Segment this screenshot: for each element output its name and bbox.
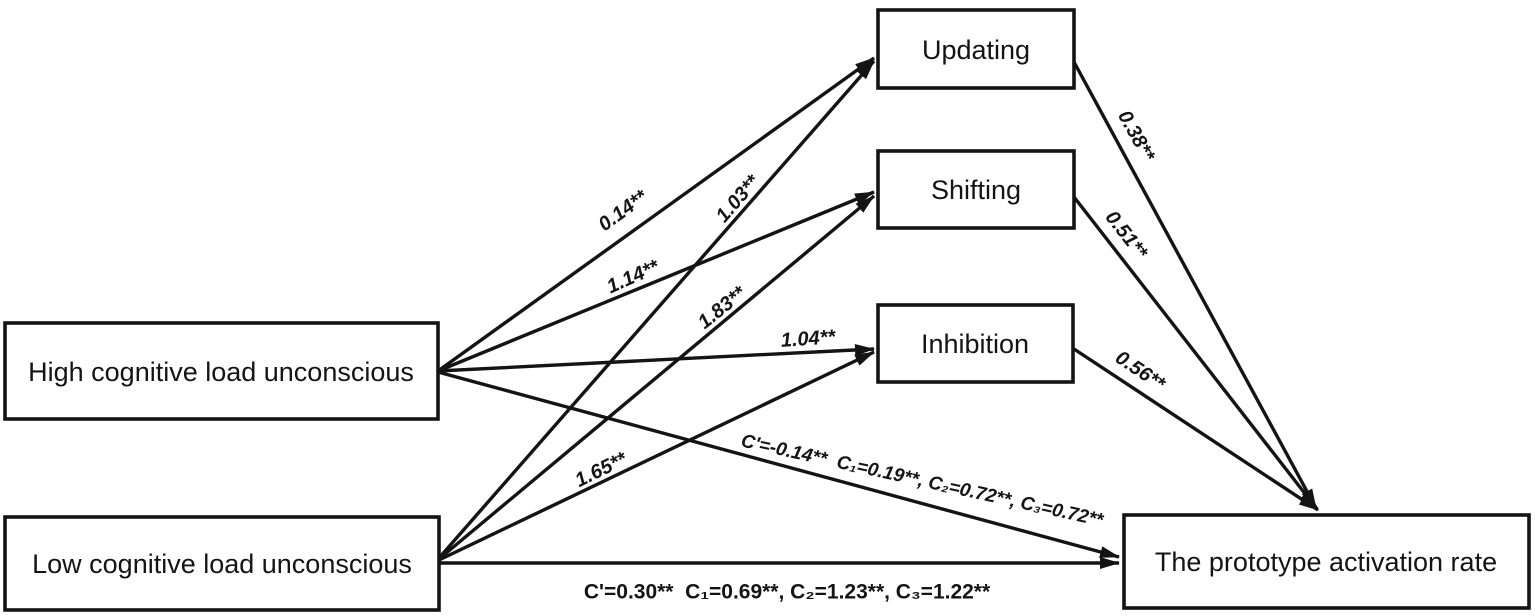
arrow-high-to-inhibition [437, 343, 875, 373]
prototype-activation-rate-box [1122, 513, 1531, 610]
arrow-high-to-updating [437, 56, 875, 373]
node-prototype-activation-rate: The prototype activation rate [1122, 513, 1531, 610]
shifting-box [876, 149, 1076, 230]
coef-high-to-inhibition: 1.04** [780, 326, 837, 352]
arrow-shifting-to-outcome [1072, 195, 1319, 511]
low-cognitive-load-box [3, 515, 441, 612]
high-cognitive-load-label: High cognitive load unconscious [28, 357, 414, 387]
arrow-high-to-shifting [437, 190, 875, 373]
coef-high-to-updating: 0.14** [594, 185, 652, 236]
node-shifting: Shifting [876, 149, 1076, 230]
updating-box [876, 8, 1076, 90]
high-cognitive-load-box [3, 321, 440, 421]
coef-inhibition-to-outcome: 0.56** [1111, 347, 1169, 396]
low-cognitive-load-label: Low cognitive load unconscious [32, 549, 412, 579]
coef-shifting-to-outcome: 0.51** [1101, 207, 1153, 264]
inhibition-label: Inhibition [921, 329, 1029, 359]
coef-high-to-outcome-direct: C'=-0.14** C₁=0.19**, C₂=0.72**, C₃=0.72… [739, 431, 1107, 532]
coef-low-to-inhibition: 1.65** [572, 448, 632, 492]
arrow-inhibition-to-outcome [1073, 347, 1319, 512]
arrow-low-to-shifting [437, 194, 876, 561]
coef-updating-to-outcome: 0.38** [1113, 107, 1159, 166]
arrow-low-to-inhibition [438, 350, 875, 562]
node-low-cognitive-load: Low cognitive load unconscious [3, 515, 441, 612]
arrow-low-to-updating [437, 59, 876, 560]
node-updating: Updating [876, 8, 1076, 90]
nodes-group: High cognitive load unconscious Low cogn… [3, 8, 1531, 612]
paths-group [437, 56, 1319, 569]
shifting-label: Shifting [931, 175, 1021, 205]
node-high-cognitive-load: High cognitive load unconscious [3, 321, 440, 421]
inhibition-box [876, 303, 1075, 384]
arrow-updating-to-outcome [1072, 61, 1318, 509]
coef-low-to-outcome-direct: C'=0.30** C₁=0.69**, C₂=1.23**, C₃=1.22*… [584, 581, 991, 604]
prototype-activation-rate-label: The prototype activation rate [1155, 547, 1497, 577]
arrow-high-to-outcome-direct [437, 370, 1120, 559]
node-inhibition: Inhibition [876, 303, 1075, 384]
updating-label: Updating [922, 35, 1030, 65]
